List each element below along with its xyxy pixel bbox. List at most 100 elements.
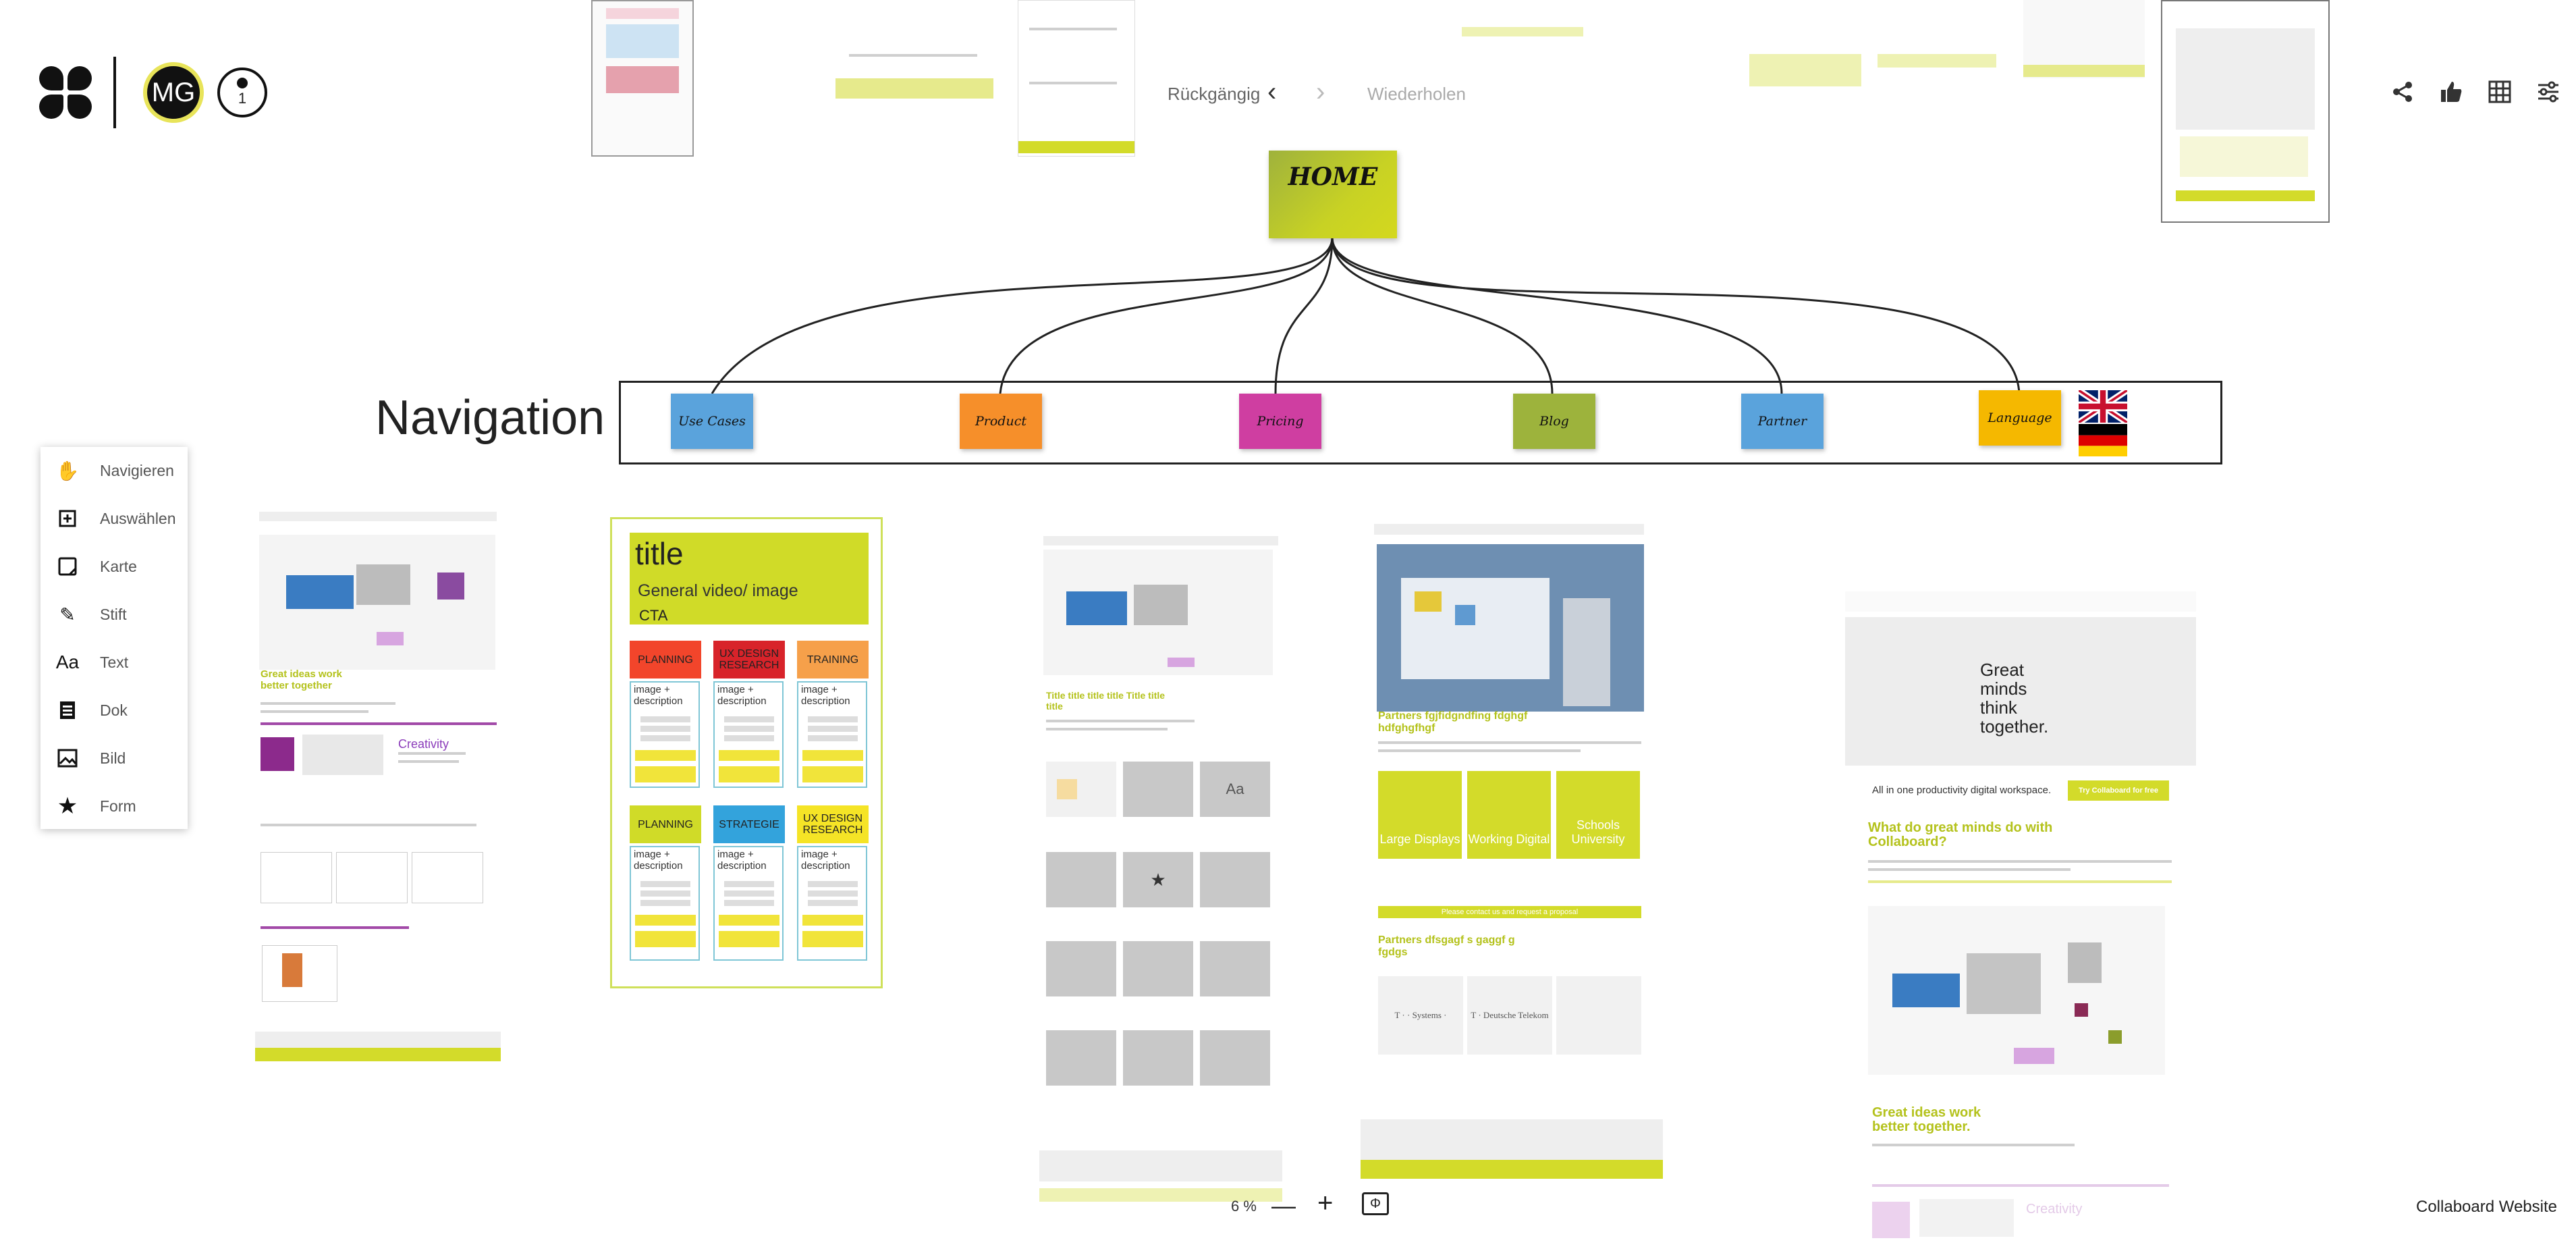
column-training[interactable]: image + description bbox=[797, 681, 867, 788]
online-users-badge[interactable]: 1 bbox=[217, 68, 267, 117]
column-ux-2[interactable]: image + description bbox=[797, 846, 867, 961]
contact-cta-text: Please contact us and request a proposal bbox=[1441, 908, 1579, 916]
tool-panel: ✋ Navigieren Auswählen Karte ✎ Stift Aa … bbox=[40, 447, 188, 829]
template-cta: CTA bbox=[639, 607, 668, 624]
zoom-out-icon[interactable]: — bbox=[1271, 1192, 1296, 1219]
tile-label: Schools University bbox=[1571, 818, 1625, 846]
tile-large-displays[interactable]: Large Displays bbox=[1378, 771, 1462, 859]
mockup-d-partners-2: Partners dfsgagf s gaggf g fgdgs bbox=[1378, 934, 1515, 958]
like-icon[interactable] bbox=[2436, 77, 2466, 107]
settings-sliders-icon[interactable] bbox=[2533, 77, 2563, 107]
tag-training[interactable]: TRAINING bbox=[797, 641, 869, 678]
mockup-top-a[interactable] bbox=[835, 0, 993, 101]
tool-text[interactable]: Aa Text bbox=[40, 639, 188, 686]
sticky-product[interactable]: Product bbox=[960, 394, 1042, 449]
mockup-top-e bbox=[1878, 54, 1996, 68]
column-planning[interactable]: image + description bbox=[630, 681, 700, 788]
template-subtitle: General video/ image bbox=[638, 581, 798, 600]
document-icon bbox=[54, 697, 81, 724]
mockup-website-a[interactable]: Great ideas work better together Creativ… bbox=[255, 508, 501, 1061]
mockup-c-title: Title title title title Title title titl… bbox=[1046, 690, 1166, 712]
german-flag-icon[interactable] bbox=[2079, 424, 2127, 456]
user-icon bbox=[237, 78, 248, 88]
mockup-top-f bbox=[2023, 0, 2145, 78]
sticky-use-cases[interactable]: Use Cases bbox=[671, 394, 753, 449]
column-planning-2[interactable]: image + description bbox=[630, 846, 700, 961]
tile-label: Large Displays bbox=[1379, 832, 1460, 846]
tag-planning-2[interactable]: PLANNING bbox=[630, 805, 701, 843]
tool-select[interactable]: Auswählen bbox=[40, 495, 188, 542]
tool-pen[interactable]: ✎ Stift bbox=[40, 591, 188, 638]
tool-label: Text bbox=[100, 653, 129, 671]
try-free-button[interactable]: Try Collaboard for free bbox=[2068, 780, 2169, 801]
column-description: image + description bbox=[801, 849, 850, 872]
template-header: title General video/ image CTA bbox=[630, 533, 869, 624]
sticky-pricing[interactable]: Pricing bbox=[1239, 394, 1321, 449]
tool-image[interactable]: Bild bbox=[40, 735, 188, 782]
hand-icon: ✋ bbox=[55, 460, 80, 481]
card-icon bbox=[54, 553, 81, 580]
navigation-title[interactable]: Navigation bbox=[375, 391, 605, 445]
mockup-website-partners[interactable]: Partners fgjfidgndfing fdghgf hdfghgfhgf… bbox=[1361, 524, 1663, 1192]
column-description: image + description bbox=[717, 684, 767, 707]
collaboard-logo-icon[interactable] bbox=[39, 66, 93, 120]
mockup-website-homepage[interactable]: Great minds think together. All in one p… bbox=[1845, 591, 2196, 1240]
pen-icon: ✎ bbox=[59, 604, 76, 625]
sticky-blog[interactable]: Blog bbox=[1513, 394, 1595, 449]
column-strategie[interactable]: image + description bbox=[713, 846, 784, 961]
section-template-card[interactable]: title General video/ image CTA PLANNING … bbox=[610, 517, 883, 988]
tag-planning[interactable]: PLANNING bbox=[630, 641, 701, 678]
redo-chevron-right-icon[interactable]: › bbox=[1316, 77, 1325, 107]
avatar[interactable]: MG bbox=[143, 62, 204, 123]
text-icon: Aa bbox=[55, 651, 80, 672]
contact-cta-bar[interactable]: Please contact us and request a proposal bbox=[1378, 906, 1641, 918]
tool-label: Dok bbox=[100, 701, 128, 719]
zoom-in-icon[interactable]: + bbox=[1317, 1188, 1334, 1218]
tool-label: Navigieren bbox=[100, 461, 174, 479]
tool-card[interactable]: Karte bbox=[40, 543, 188, 590]
tag-strategie[interactable]: STRATEGIE bbox=[713, 805, 785, 843]
mockup-website-features[interactable]: Title title title title Title title titl… bbox=[1039, 533, 1282, 1202]
mockup-e-hero: Great minds think together. bbox=[1980, 660, 2049, 737]
mockup-e-creativity: Creativity bbox=[2026, 1202, 2083, 1217]
zoom-level: 6 % bbox=[1231, 1198, 1257, 1215]
tag-ux-design-research[interactable]: UX DESIGN RESEARCH bbox=[713, 641, 785, 678]
tool-label: Form bbox=[100, 797, 136, 815]
share-icon[interactable] bbox=[2388, 77, 2417, 107]
partner-logo-1: T · · Systems · bbox=[1394, 1010, 1447, 1020]
undo-label[interactable]: Rückgängig bbox=[1168, 84, 1261, 104]
try-free-label: Try Collaboard for free bbox=[2079, 787, 2158, 795]
fit-to-screen-icon[interactable]: Φ bbox=[1362, 1192, 1389, 1215]
tag-ux-design-research-2[interactable]: UX DESIGN RESEARCH bbox=[797, 805, 869, 843]
tile-schools-university[interactable]: Schools University bbox=[1556, 771, 1640, 859]
online-users-count: 1 bbox=[238, 90, 247, 107]
undo-chevron-left-icon[interactable]: ‹ bbox=[1267, 77, 1277, 107]
uk-flag-icon[interactable] bbox=[2079, 390, 2127, 423]
tile-working-digital[interactable]: Working Digital bbox=[1467, 771, 1551, 859]
column-description: image + description bbox=[634, 849, 683, 872]
sticky-language[interactable]: Language bbox=[1979, 390, 2061, 446]
template-title: title bbox=[635, 536, 684, 571]
tool-label: Karte bbox=[100, 557, 137, 575]
redo-label[interactable]: Wiederholen bbox=[1367, 84, 1466, 104]
tool-navigate[interactable]: ✋ Navigieren bbox=[40, 447, 188, 494]
column-description: image + description bbox=[634, 684, 683, 707]
home-sticky-note[interactable]: HOME bbox=[1269, 151, 1397, 238]
column-description: image + description bbox=[717, 849, 767, 872]
tool-label: Stift bbox=[100, 605, 127, 623]
sticky-partner[interactable]: Partner bbox=[1741, 394, 1824, 449]
select-icon bbox=[54, 505, 81, 532]
navigation-frame[interactable] bbox=[619, 381, 2222, 464]
mockup-a-creativity: Creativity bbox=[398, 737, 449, 751]
header-divider bbox=[113, 57, 116, 128]
mockup-a-headline: Great ideas work better together bbox=[261, 668, 342, 691]
tool-document[interactable]: Dok bbox=[40, 687, 188, 734]
grid-icon[interactable] bbox=[2485, 77, 2515, 107]
mockup-sheet-top[interactable] bbox=[591, 0, 694, 157]
minimap-frame[interactable] bbox=[2161, 0, 2330, 223]
mockup-top-b[interactable] bbox=[1018, 0, 1135, 157]
tool-shape[interactable]: ★ Form bbox=[40, 782, 188, 830]
column-ux[interactable]: image + description bbox=[713, 681, 784, 788]
tile-label: Working Digital bbox=[1468, 832, 1550, 846]
